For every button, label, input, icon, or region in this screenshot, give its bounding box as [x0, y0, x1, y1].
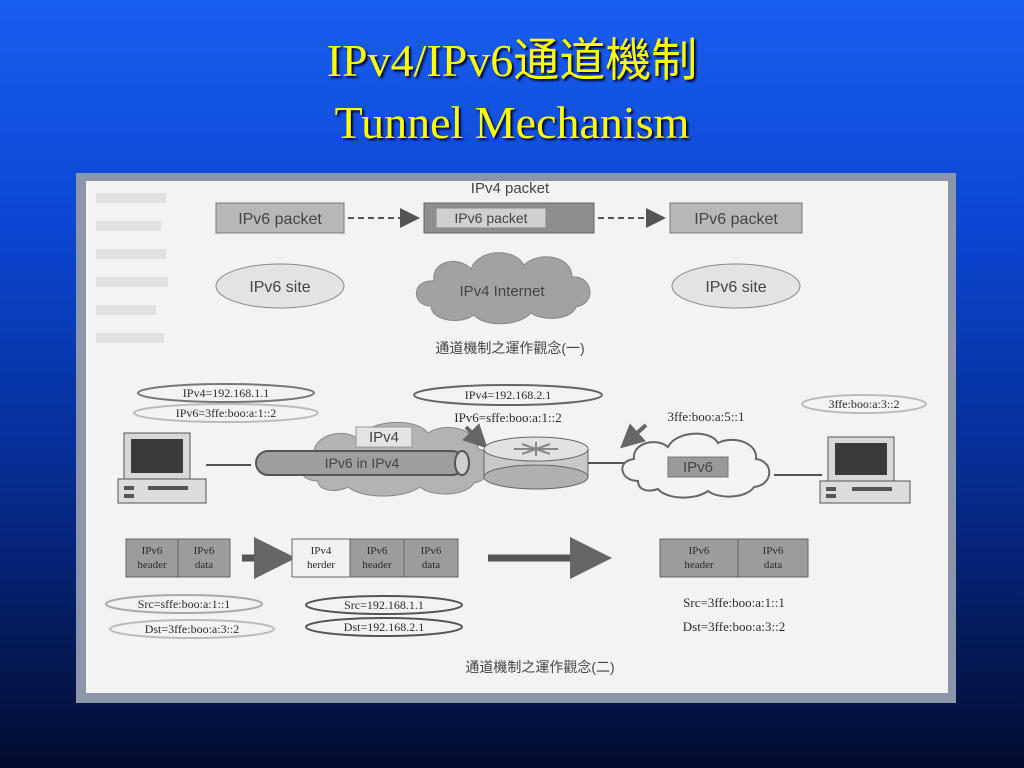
tunnel-end — [454, 450, 470, 476]
left-ipv6-text: IPv6=3ffe:boo:a:1::2 — [176, 406, 277, 420]
dst-mid-text: Dst=192.168.2.1 — [344, 620, 424, 634]
right-ipv6-site-text: IPv6 site — [705, 279, 766, 296]
pkt2-v4header-box — [291, 538, 351, 578]
ipv6-cloud-label-box — [667, 456, 729, 478]
right-ipv6-packet-text: IPv6 packet — [694, 211, 778, 228]
pkt1-header-line2: header — [137, 559, 167, 571]
pkt1-data-line1: IPv6 — [194, 545, 215, 557]
right-host-ellipse — [801, 394, 927, 414]
figure-paper: IPv4 packet IPv6 packet IPv6 packet IPv6… — [86, 181, 948, 693]
pkt2-data-line2: data — [422, 559, 440, 571]
arrow-to-router — [462, 423, 488, 449]
slide-title: IPv4/IPv6通道機制 Tunnel Mechanism — [0, 30, 1024, 154]
ipv4-internet-cloud — [415, 252, 591, 325]
pkt2-header-line1: IPv6 — [367, 545, 388, 557]
right-host-text: 3ffe:boo:a:3::2 — [828, 397, 899, 411]
pkt3-header-line2: header — [684, 559, 714, 571]
left-ipv6-ellipse — [133, 403, 319, 423]
ipv4-packet-label: IPv4 packet — [471, 181, 550, 197]
middle-ipv6-packet-box — [435, 207, 547, 229]
tunnel-diagram: IPv4 packet IPv6 packet IPv6 packet IPv6… — [96, 181, 927, 675]
caption-2: 通道機制之運作觀念(二) — [465, 659, 614, 675]
left-ipv4-ellipse — [137, 383, 315, 403]
tunnel-text: IPv6 in IPv4 — [325, 455, 400, 471]
ipv4-internet-text: IPv4 Internet — [459, 283, 545, 300]
src-left-ellipse — [105, 594, 263, 614]
pkt3-data-line2: data — [764, 559, 782, 571]
dst-left-ellipse — [109, 619, 275, 639]
ipv4-cloud-text: IPv4 — [369, 429, 399, 446]
bleed-through-marks — [96, 193, 168, 343]
dst-left-text: Dst=3ffe:boo:a:3::2 — [145, 622, 240, 636]
router-ipv4-ellipse — [413, 384, 603, 406]
pkt3-header-line1: IPv6 — [689, 545, 710, 557]
right-ipv6-packet-box — [669, 202, 803, 234]
left-ipv6-packet-box — [215, 202, 345, 234]
left-ipv6-packet-text: IPv6 packet — [238, 211, 322, 228]
left-ipv6-site — [215, 263, 345, 309]
left-ipv6-site-text: IPv6 site — [249, 279, 310, 296]
title-line-2: Tunnel Mechanism — [334, 97, 690, 148]
ipv4-cloud-label-box — [355, 426, 413, 448]
pkt2-v4header-line1: IPv4 — [311, 545, 332, 557]
router-ipv4-text: IPv4=192.168.2.1 — [465, 388, 551, 402]
pkt3-data-line1: IPv6 — [763, 545, 784, 557]
left-computer-icon — [117, 432, 207, 504]
middle-ipv6-packet-text: IPv6 packet — [454, 210, 527, 226]
arrow-from-v6-side — [620, 423, 648, 449]
right-computer-icon — [819, 436, 911, 504]
src-right-text: Src=3ffe:boo:a:1::1 — [683, 595, 785, 610]
pkt2-v4header-line2: herder — [307, 559, 335, 571]
caption-1: 通道機制之運作觀念(一) — [435, 340, 584, 356]
pkt1-header-line1: IPv6 — [142, 545, 163, 557]
title-line-1: IPv4/IPv6通道機制 — [326, 35, 698, 86]
right-ipv6-site — [671, 263, 801, 309]
figure-frame: IPv4 packet IPv6 packet IPv6 packet IPv6… — [76, 173, 956, 703]
src-mid-ellipse — [305, 595, 463, 615]
pkt1-data-line2: data — [195, 559, 213, 571]
router-ipv6-text: IPv6=sffe:boo:a:1::2 — [454, 410, 561, 425]
router-v6-side-text: 3ffe:boo:a:5::1 — [667, 409, 744, 424]
src-left-text: Src=sffe:boo:a:1::1 — [138, 597, 231, 611]
dst-right-text: Dst=3ffe:boo:a:3::2 — [683, 619, 785, 634]
router-icon — [483, 436, 589, 490]
dst-mid-ellipse — [305, 617, 463, 637]
pkt2-header-line2: header — [362, 559, 392, 571]
src-mid-text: Src=192.168.1.1 — [344, 598, 424, 612]
pkt3-box — [659, 538, 809, 578]
left-ipv4-text: IPv4=192.168.1.1 — [183, 386, 269, 400]
ipv6-cloud-text: IPv6 — [683, 459, 713, 476]
pkt2-data-line1: IPv6 — [421, 545, 442, 557]
